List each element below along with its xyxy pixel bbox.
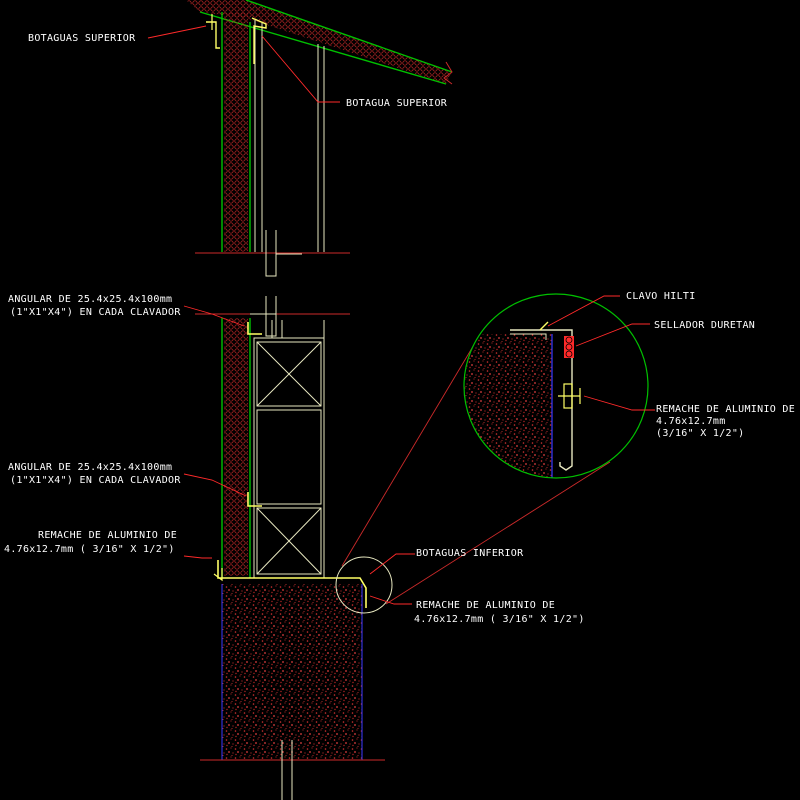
label-remache-left-2: 4.76x12.7mm ( 3/16" X 1/2") bbox=[4, 544, 175, 555]
label-botagua-superior: BOTAGUA SUPERIOR bbox=[346, 98, 448, 109]
label-remache-detail-2: 4.76x12.7mm bbox=[656, 416, 726, 427]
lower-wall-panel bbox=[221, 318, 325, 579]
upper-flashing bbox=[206, 14, 267, 64]
label-remache-bottom-1: REMACHE DE ALUMINIO DE bbox=[416, 600, 555, 611]
label-angular-upper-1: ANGULAR DE 25.4x25.4x100mm bbox=[8, 294, 172, 305]
label-sellador-duretan: SELLADOR DURETAN bbox=[654, 320, 755, 331]
upper-wall-panel bbox=[221, 12, 325, 252]
label-botaguas-inferior: BOTAGUAS INFERIOR bbox=[416, 548, 524, 559]
label-remache-bottom-2: 4.76x12.7mm ( 3/16" X 1/2") bbox=[414, 614, 585, 625]
label-remache-left-1: REMACHE DE ALUMINIO DE bbox=[38, 530, 177, 541]
label-remache-detail-3: (3/16" X 1/2") bbox=[656, 428, 745, 439]
concrete-foundation bbox=[200, 584, 385, 800]
label-botaguas-superior: BOTAGUAS SUPERIOR bbox=[28, 33, 136, 44]
detail-projection-lines bbox=[341, 337, 611, 605]
annotation-labels: BOTAGUAS SUPERIOR BOTAGUA SUPERIOR ANGUL… bbox=[4, 33, 795, 625]
detail-callout-circle bbox=[335, 556, 393, 614]
label-remache-detail-1: REMACHE DE ALUMINIO DE bbox=[656, 404, 795, 415]
label-angular-lower-2: (1"X1"X4") EN CADA CLAVADOR bbox=[10, 475, 181, 486]
leader-lines bbox=[147, 25, 655, 605]
label-angular-lower-1: ANGULAR DE 25.4x25.4x100mm bbox=[8, 462, 172, 473]
floor-break-line bbox=[195, 230, 350, 337]
label-angular-upper-2: (1"X1"X4") EN CADA CLAVADOR bbox=[10, 307, 181, 318]
angle-bracket bbox=[247, 322, 262, 507]
label-clavo-hilti: CLAVO HILTI bbox=[626, 291, 696, 302]
lower-flashing bbox=[213, 560, 367, 608]
